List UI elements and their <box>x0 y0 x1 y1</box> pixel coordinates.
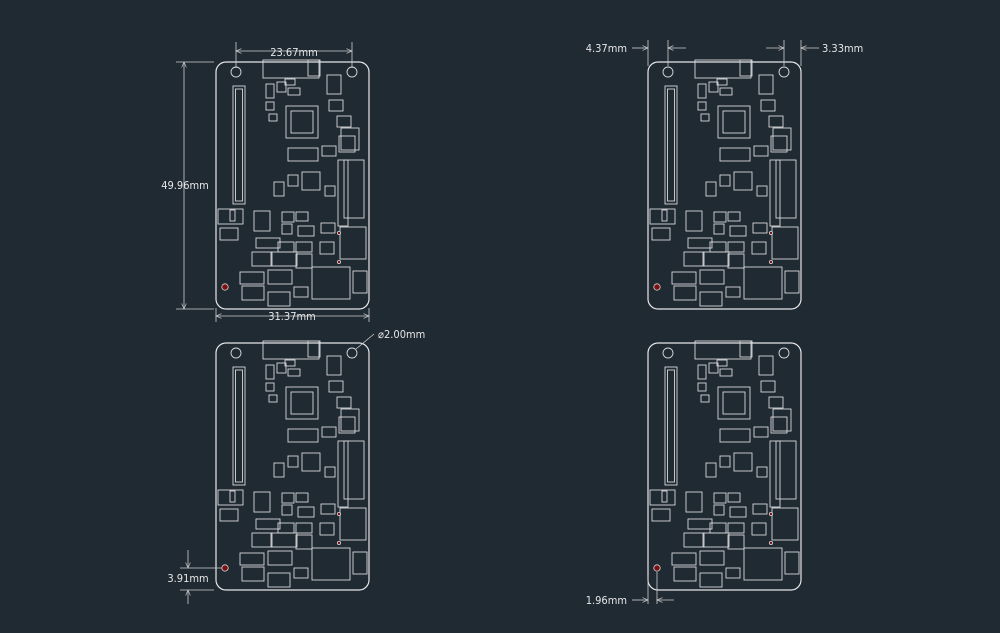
board-view-top-right <box>647 59 802 310</box>
dim-right-offset: 3.33mm <box>766 40 863 66</box>
dim-left-offset-label: 4.37mm <box>586 42 627 55</box>
dim-hole-x-offset-label: 1.96mm <box>586 594 627 607</box>
board-view-bottom-left <box>215 340 370 591</box>
dim-width-bottom-label: 31.37mm <box>268 310 316 323</box>
dim-hole-x-offset: 1.96mm <box>586 572 674 607</box>
dim-hole-y-offset-label: 3.91mm <box>167 572 208 585</box>
dim-left-offset: 4.37mm <box>586 40 686 66</box>
dim-width-top-label: 23.67mm <box>270 46 318 59</box>
dim-hole-diameter: ⌀2.00mm <box>355 328 425 350</box>
dim-right-offset-label: 3.33mm <box>822 42 863 55</box>
dim-height-label: 49.96mm <box>161 179 209 192</box>
dim-width-top: 23.67mm <box>236 42 352 68</box>
board-view-top-left <box>215 59 370 310</box>
dim-height: 49.96mm <box>161 62 214 309</box>
board-view-bottom-right <box>647 340 802 591</box>
dim-hole-y-offset: 3.91mm <box>167 550 222 604</box>
dim-width-bottom: 31.37mm <box>216 308 369 323</box>
dim-hole-diameter-label: ⌀2.00mm <box>378 328 425 341</box>
